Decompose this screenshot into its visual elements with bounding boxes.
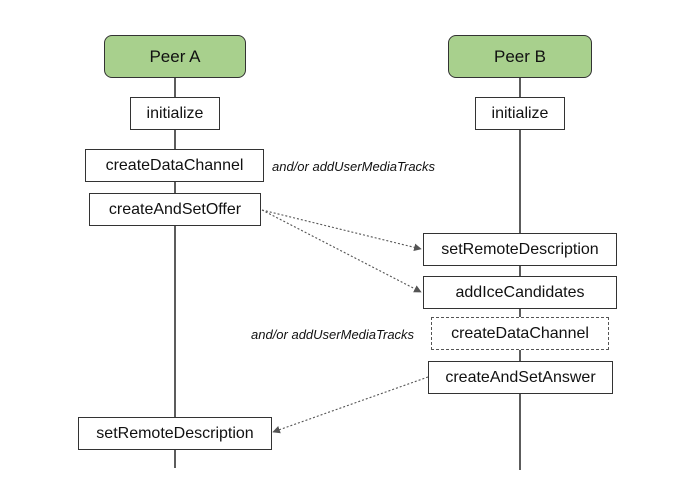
peer-b-header: Peer B: [448, 35, 592, 78]
peer-a-initialize: initialize: [130, 97, 220, 130]
peer-b-create-data-channel: createDataChannel: [431, 317, 609, 350]
peer-b-add-ice-candidates: addIceCandidates: [423, 276, 617, 309]
peer-a-create-and-set-offer: createAndSetOffer: [89, 193, 261, 226]
peer-b-set-remote-description: setRemoteDescription: [423, 233, 617, 266]
peer-b-media-tracks-note: and/or addUserMediaTracks: [251, 327, 415, 342]
peer-a-set-remote-description: setRemoteDescription: [78, 417, 272, 450]
answer-to-remote-description-arrow: [272, 376, 429, 434]
peer-a-media-tracks-note: and/or addUserMediaTracks: [272, 159, 436, 174]
peer-a-create-data-channel: createDataChannel: [85, 149, 264, 182]
peer-b-create-and-set-answer: createAndSetAnswer: [428, 361, 613, 394]
peer-a-header: Peer A: [104, 35, 246, 78]
offer-to-ice-candidates-arrow: [261, 209, 422, 293]
peer-b-initialize: initialize: [475, 97, 565, 130]
offer-to-remote-description-arrow: [261, 209, 422, 252]
